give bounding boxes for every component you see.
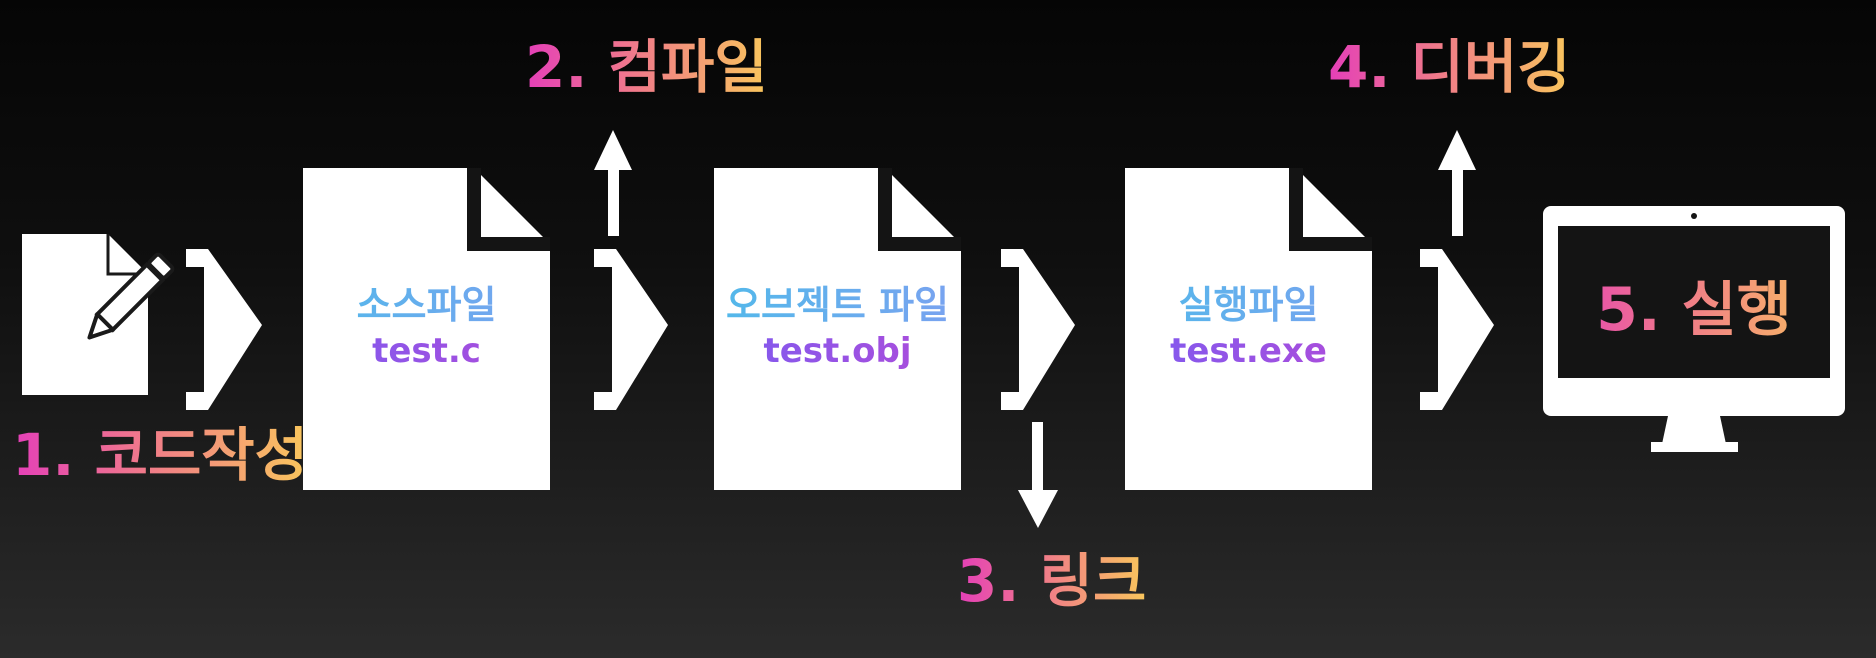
monitor-icon xyxy=(1543,206,1845,452)
object-file-text: 오브젝트 파일 test.obj xyxy=(714,282,961,372)
arrow-down-icon xyxy=(1018,422,1058,528)
step-debug-label: 4. 디버깅 xyxy=(1328,33,1571,101)
executable-file-title: 실행파일 xyxy=(1125,282,1372,330)
arrow-up-icon xyxy=(1438,130,1476,236)
executable-file-name: test.exe xyxy=(1125,330,1372,373)
source-file-text: 소스파일 test.c xyxy=(303,282,550,372)
chevron-arrow-icon xyxy=(186,249,262,410)
source-file-name: test.c xyxy=(303,330,550,373)
executable-file-text: 실행파일 test.exe xyxy=(1125,282,1372,372)
object-file-name: test.obj xyxy=(714,330,961,373)
chevron-arrow-icon xyxy=(1420,249,1494,410)
edit-document-icon xyxy=(22,234,175,395)
chevron-arrow-icon xyxy=(594,249,668,410)
object-file-title: 오브젝트 파일 xyxy=(714,282,961,330)
step-run-label: 5. 실행 xyxy=(1543,280,1845,340)
arrow-up-icon xyxy=(594,130,632,236)
step-link-label: 3. 링크 xyxy=(957,547,1147,615)
chevron-arrow-icon xyxy=(1001,249,1075,410)
source-file-title: 소스파일 xyxy=(303,282,550,330)
step-compile-label: 2. 컴파일 xyxy=(525,33,768,101)
step-write-label: 1. 코드작성 xyxy=(12,421,309,489)
